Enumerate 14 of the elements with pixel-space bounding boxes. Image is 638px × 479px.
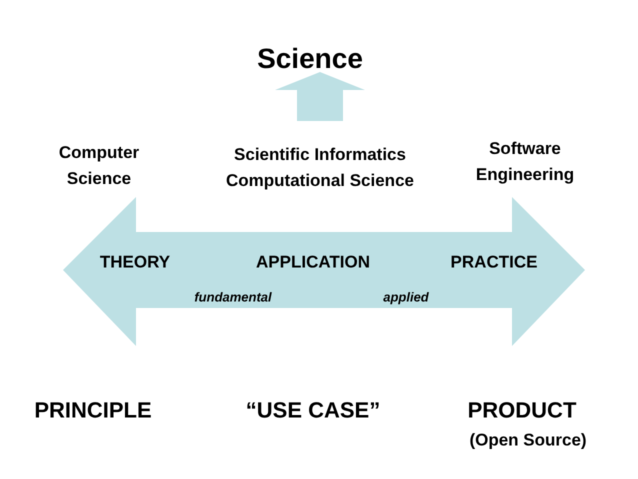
label-text: PRINCIPLE [34,396,152,424]
label-text: PRODUCT [468,396,576,424]
arrow-text: PRACTICE [450,251,538,274]
arrow-text: THEORY [100,251,170,274]
node-text: Scientific Informatics Computational Science [225,144,415,192]
node-text: Computer Science [58,142,140,190]
node-text: Software Engineering [474,138,576,186]
arrow-text: applied [383,288,429,306]
block-arrow [275,72,365,121]
arrow-text: APPLICATION [256,251,370,274]
label-text: (Open Source) [469,429,587,452]
label-text: “USE CASE” [246,396,380,424]
arrow-text: fundamental [194,288,272,306]
heading-text: Science [257,42,363,76]
